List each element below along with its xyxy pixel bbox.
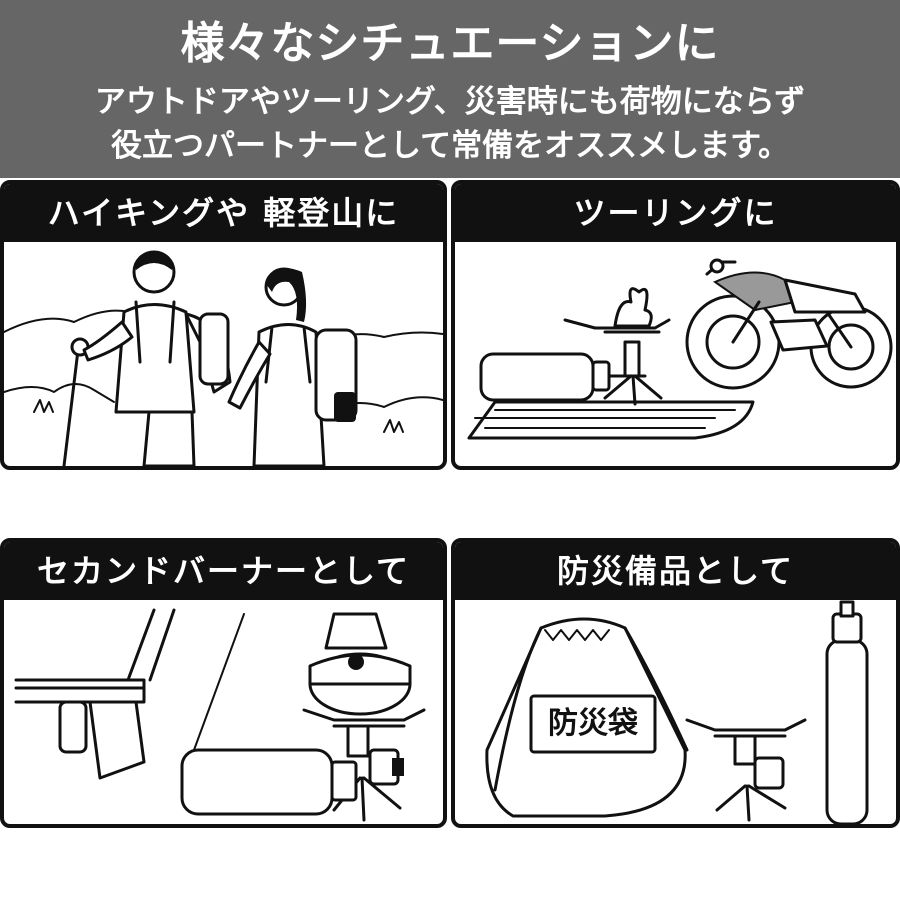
panel-touring: ツーリングに [451,180,900,470]
panel-hiking: ハイキングや 軽登山に [0,180,447,470]
panel-second-burner: セカンドバーナーとして [0,538,447,828]
motorcycle-stove-illustration [455,242,896,466]
header-banner: 様々なシチュエーションに アウトドアやツーリング、災害時にも荷物にならず 役立つ… [0,0,900,178]
header-title: 様々なシチュエーションに [180,18,720,69]
bag-label: 防災袋 [548,706,638,741]
panel-emergency-supplies-heading: 防災備品として [455,542,896,600]
emergency-bag-stove-illustration: 防災袋 [455,600,896,824]
table-kettle-stove-illustration [4,600,443,824]
panel-second-burner-heading: セカンドバーナーとして [4,542,443,600]
header-subtitle-line2: 役立つパートナーとして常備をオススメします。 [111,128,789,164]
header-subtitle-line1: アウトドアやツーリング、災害時にも荷物にならず [94,84,806,120]
panel-emergency-supplies: 防災備品として 防災袋 [451,538,900,828]
panel-touring-heading: ツーリングに [455,184,896,242]
panel-hiking-heading: ハイキングや 軽登山に [4,184,443,242]
hikers-illustration [4,242,443,466]
